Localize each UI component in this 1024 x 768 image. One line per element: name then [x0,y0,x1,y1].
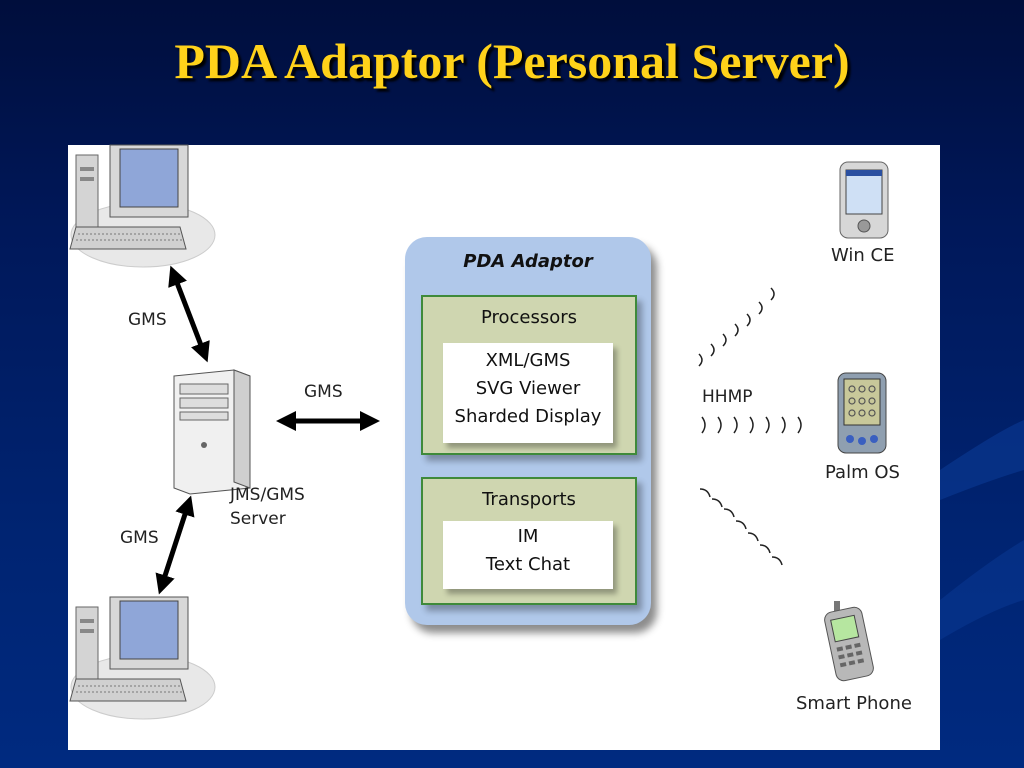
processor-item: Sharded Display [454,406,602,427]
double-arrow-icon [168,265,210,363]
desktop-computer-icon [69,144,216,268]
device-label-palm-os: Palm OS [825,462,900,483]
slide-title: PDA Adaptor (Personal Server) [174,33,850,89]
palm-device-icon [837,372,887,454]
transports-list: IM Text Chat [443,521,613,589]
link-label-bottom: GMS [120,528,159,548]
server-label-line1: JMS/GMS [230,485,305,505]
processors-box: Processors XML/GMS SVG Viewer Sharded Di… [421,295,637,455]
server-label: JMS/GMS Server [230,483,305,531]
link-label-adaptor: GMS [304,382,343,402]
processors-title: Processors [480,307,578,328]
double-arrow-icon [276,411,380,431]
processor-item: XML/GMS [485,350,571,371]
device-label-win-ce: Win CE [831,245,895,266]
diagram-canvas: GMS JMS/GMS Server GMS GMS PDA Adaptor [68,144,940,750]
desktop-computer-icon [69,596,216,720]
processors-list: XML/GMS SVG Viewer Sharded Display [443,343,613,443]
smart-phone-icon [824,601,874,682]
pda-adaptor-block: PDA Adaptor Processors XML/GMS SVG Viewe… [405,237,651,625]
wireless-waves-lower-icon [699,488,783,566]
pocket-pc-icon [839,161,889,239]
adaptor-title: PDA Adaptor [463,251,593,272]
transport-item: IM [517,526,539,547]
server-label-line2: Server [230,509,286,529]
wireless-waves-upper-icon [698,287,775,367]
double-arrow-icon [155,495,195,595]
processor-item: SVG Viewer [475,378,581,399]
device-label-smart-phone: Smart Phone [796,693,912,714]
wireless-waves-middle-icon [701,416,802,434]
transport-item: Text Chat [485,554,571,575]
transports-box: Transports IM Text Chat [421,477,637,605]
server-tower-icon [173,369,251,495]
link-label-top: GMS [128,310,167,330]
wireless-label: HHMP [702,387,753,407]
transports-title: Transports [482,489,576,510]
